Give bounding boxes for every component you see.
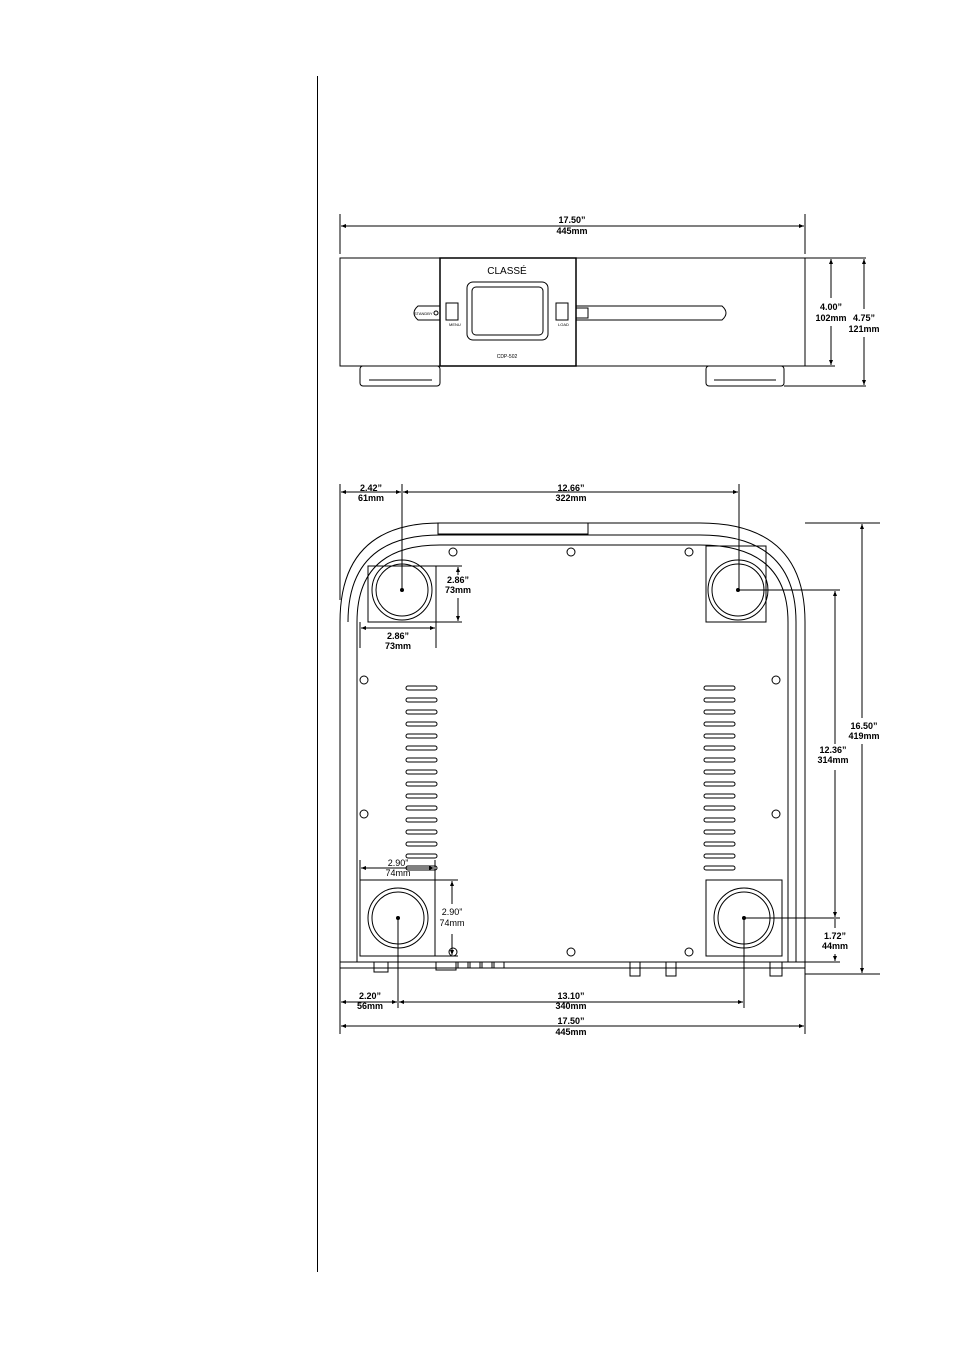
bottom-view	[340, 484, 880, 1034]
load-label: LOAD	[558, 322, 569, 327]
rear-foot-offset-mm: 44mm	[822, 941, 848, 951]
total-height-mm: 121mm	[848, 324, 879, 334]
brand-logo: CLASSÉ	[487, 264, 527, 277]
rear-foot-offset-in: 1.72”	[824, 931, 846, 941]
foot-span-bottom-in: 13.10”	[557, 991, 584, 1001]
pad-height-mm: 73mm	[445, 585, 471, 595]
vents-left	[406, 686, 437, 870]
foot-span-bottom-mm: 340mm	[555, 1001, 586, 1011]
foot-span-side-mm: 314mm	[817, 755, 848, 765]
menu-label: MENU	[449, 322, 461, 327]
rear-left-offset-mm: 56mm	[357, 1001, 383, 1011]
pad-height-in: 2.86”	[447, 575, 469, 585]
rear-left-offset-in: 2.20”	[359, 991, 381, 1001]
depth-mm: 419mm	[848, 731, 879, 741]
foot-span-side-in: 12.36”	[819, 745, 846, 755]
vents-right	[704, 686, 735, 870]
rear-pad-width-in: 2.90”	[388, 858, 409, 868]
foot-offset-in: 2.42”	[360, 483, 382, 493]
total-height-in: 4.75”	[853, 313, 875, 323]
front-width-in: 17.50”	[558, 215, 585, 225]
screws	[360, 548, 780, 956]
foot-span-top-mm: 322mm	[555, 493, 586, 503]
overall-width-in: 17.50”	[557, 1016, 584, 1026]
depth-in: 16.50”	[850, 721, 877, 731]
rear-pad-height-in: 2.90”	[442, 907, 463, 917]
foot-span-top-in: 12.66”	[557, 483, 584, 493]
front-view	[340, 214, 866, 386]
foot-offset-mm: 61mm	[358, 493, 384, 503]
pad-width-in: 2.86”	[387, 631, 409, 641]
front-width-mm: 445mm	[556, 226, 587, 236]
body-height-in: 4.00”	[820, 302, 842, 312]
standby-label: STANDBY	[414, 311, 433, 316]
overall-width-mm: 445mm	[555, 1027, 586, 1037]
pad-width-mm: 73mm	[385, 641, 411, 651]
model-label: CDP-502	[497, 354, 518, 360]
body-height-mm: 102mm	[815, 313, 846, 323]
rear-pad-height-mm: 74mm	[439, 918, 464, 928]
rear-pad-width-mm: 74mm	[385, 868, 410, 878]
